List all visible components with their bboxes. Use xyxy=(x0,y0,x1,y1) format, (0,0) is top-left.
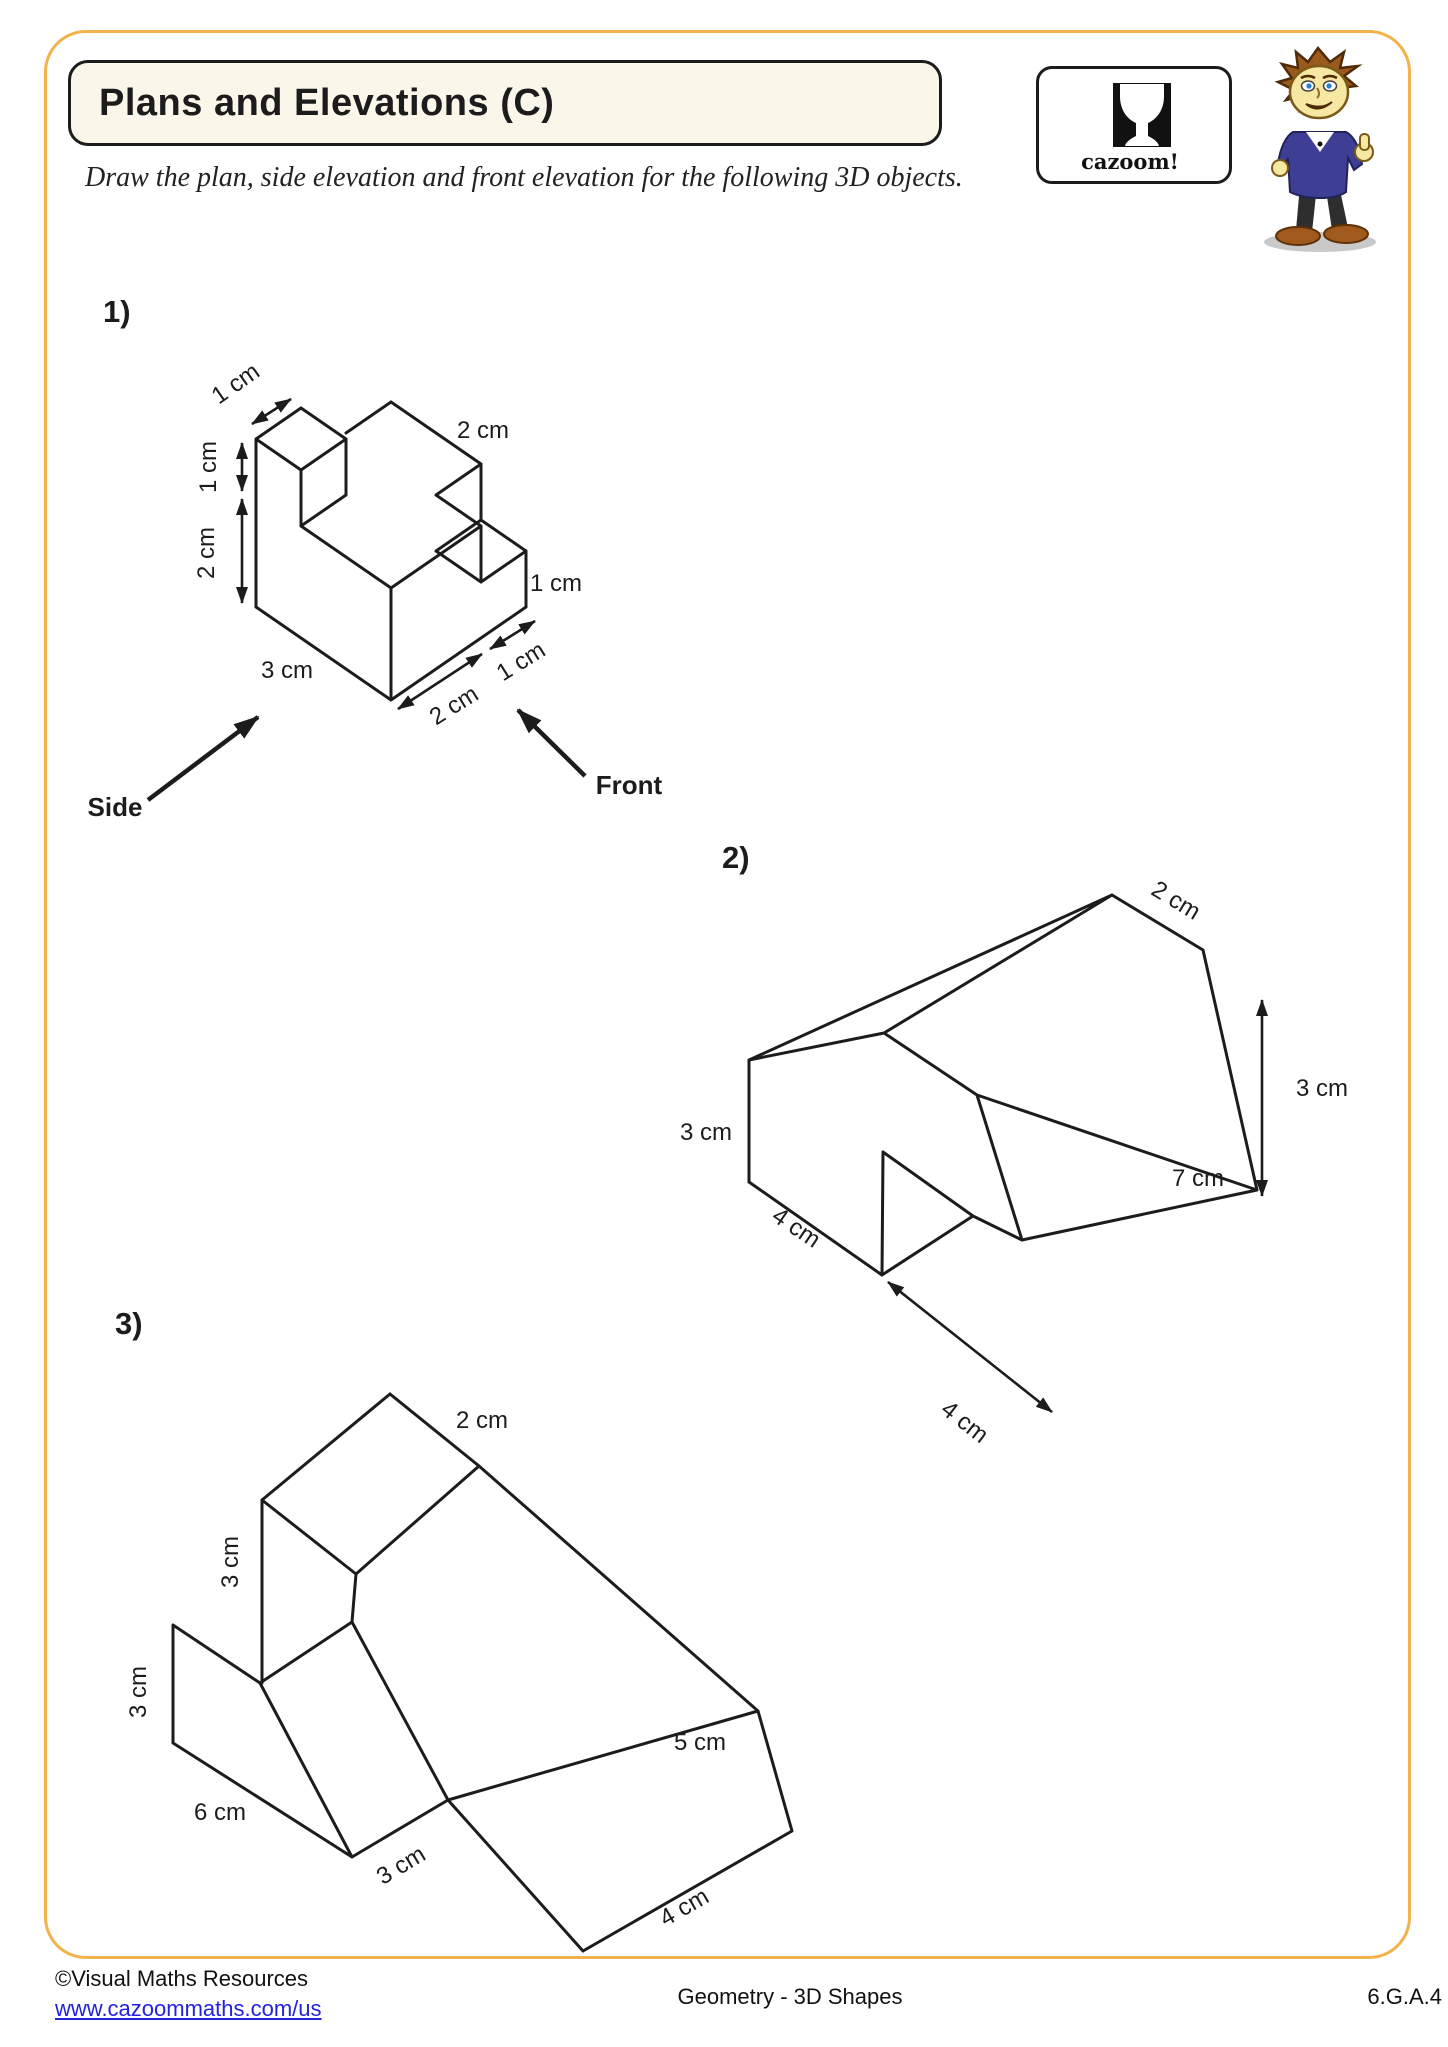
q2-left-4cm: 4 cm xyxy=(767,1202,825,1253)
title-box: Plans and Elevations (C) xyxy=(68,60,942,146)
q1-top-1cm: 1 cm xyxy=(207,358,265,410)
figure-3-solid xyxy=(171,1392,794,1953)
q2-bottom-7cm: 7 cm xyxy=(1172,1165,1224,1192)
mascot-legs xyxy=(1275,185,1369,246)
instruction-text: Draw the plan, side elevation and front … xyxy=(85,162,963,193)
q3-upper-3cm: 3 cm xyxy=(217,1536,244,1588)
question-2-number: 2) xyxy=(722,840,750,875)
mascot-head xyxy=(1274,45,1363,120)
q2-right-3cm: 3 cm xyxy=(1296,1075,1348,1102)
mascot-character xyxy=(1264,45,1376,252)
q1-left-lower-2cm: 2 cm xyxy=(193,527,220,579)
page-title: Plans and Elevations (C) xyxy=(99,81,555,124)
q3-bottom-4cm: 4 cm xyxy=(655,1883,714,1932)
figure-1-solid xyxy=(254,400,528,702)
q1-left-upper-1cm: 1 cm xyxy=(195,441,222,493)
question-3-number: 3) xyxy=(115,1306,143,1341)
cazoom-logo-text: cazoom! xyxy=(1081,149,1179,174)
mascot-body xyxy=(1271,131,1374,199)
q1-side-label: Side xyxy=(88,792,143,822)
q3-lower-3cm: 3 cm xyxy=(125,1666,152,1718)
figure-2-solid xyxy=(747,893,1259,1277)
figure-1-dim-arrows xyxy=(236,397,536,711)
cazoom-goblet-icon xyxy=(1113,83,1171,147)
footer-link[interactable]: www.cazoommaths.com/us xyxy=(55,1996,322,2021)
footer-topic: Geometry - 3D Shapes xyxy=(677,1984,903,2009)
figure-1-view-arrows xyxy=(146,708,587,802)
q2-top-2cm: 2 cm xyxy=(1147,876,1205,926)
q3-slope-6cm: 6 cm xyxy=(194,1799,246,1826)
q3-bottom-3cm: 3 cm xyxy=(372,1841,430,1891)
q1-front-2cm: 2 cm xyxy=(425,680,483,730)
footer-standard-code: 6.G.A.4 xyxy=(1367,1984,1442,2009)
q3-right-5cm: 5 cm xyxy=(674,1729,726,1756)
figure-2-dim-arrows xyxy=(887,999,1268,1414)
q3-top-2cm: 2 cm xyxy=(456,1407,508,1434)
page-border xyxy=(44,30,1411,1959)
q1-front-label: Front xyxy=(596,770,663,800)
cazoom-logo: cazoom! xyxy=(1036,66,1232,184)
q2-bottom-4cm: 4 cm xyxy=(936,1395,994,1448)
q1-topright-2cm: 2 cm xyxy=(457,417,509,444)
q1-front-1cm: 1 cm xyxy=(492,636,550,686)
q1-bottomleft-3cm: 3 cm xyxy=(261,657,313,684)
footer-copyright: ©Visual Maths Resources xyxy=(55,1966,309,1991)
q1-right-1cm: 1 cm xyxy=(530,570,582,597)
q2-left-3cm: 3 cm xyxy=(680,1119,732,1146)
question-1-number: 1) xyxy=(103,294,131,329)
